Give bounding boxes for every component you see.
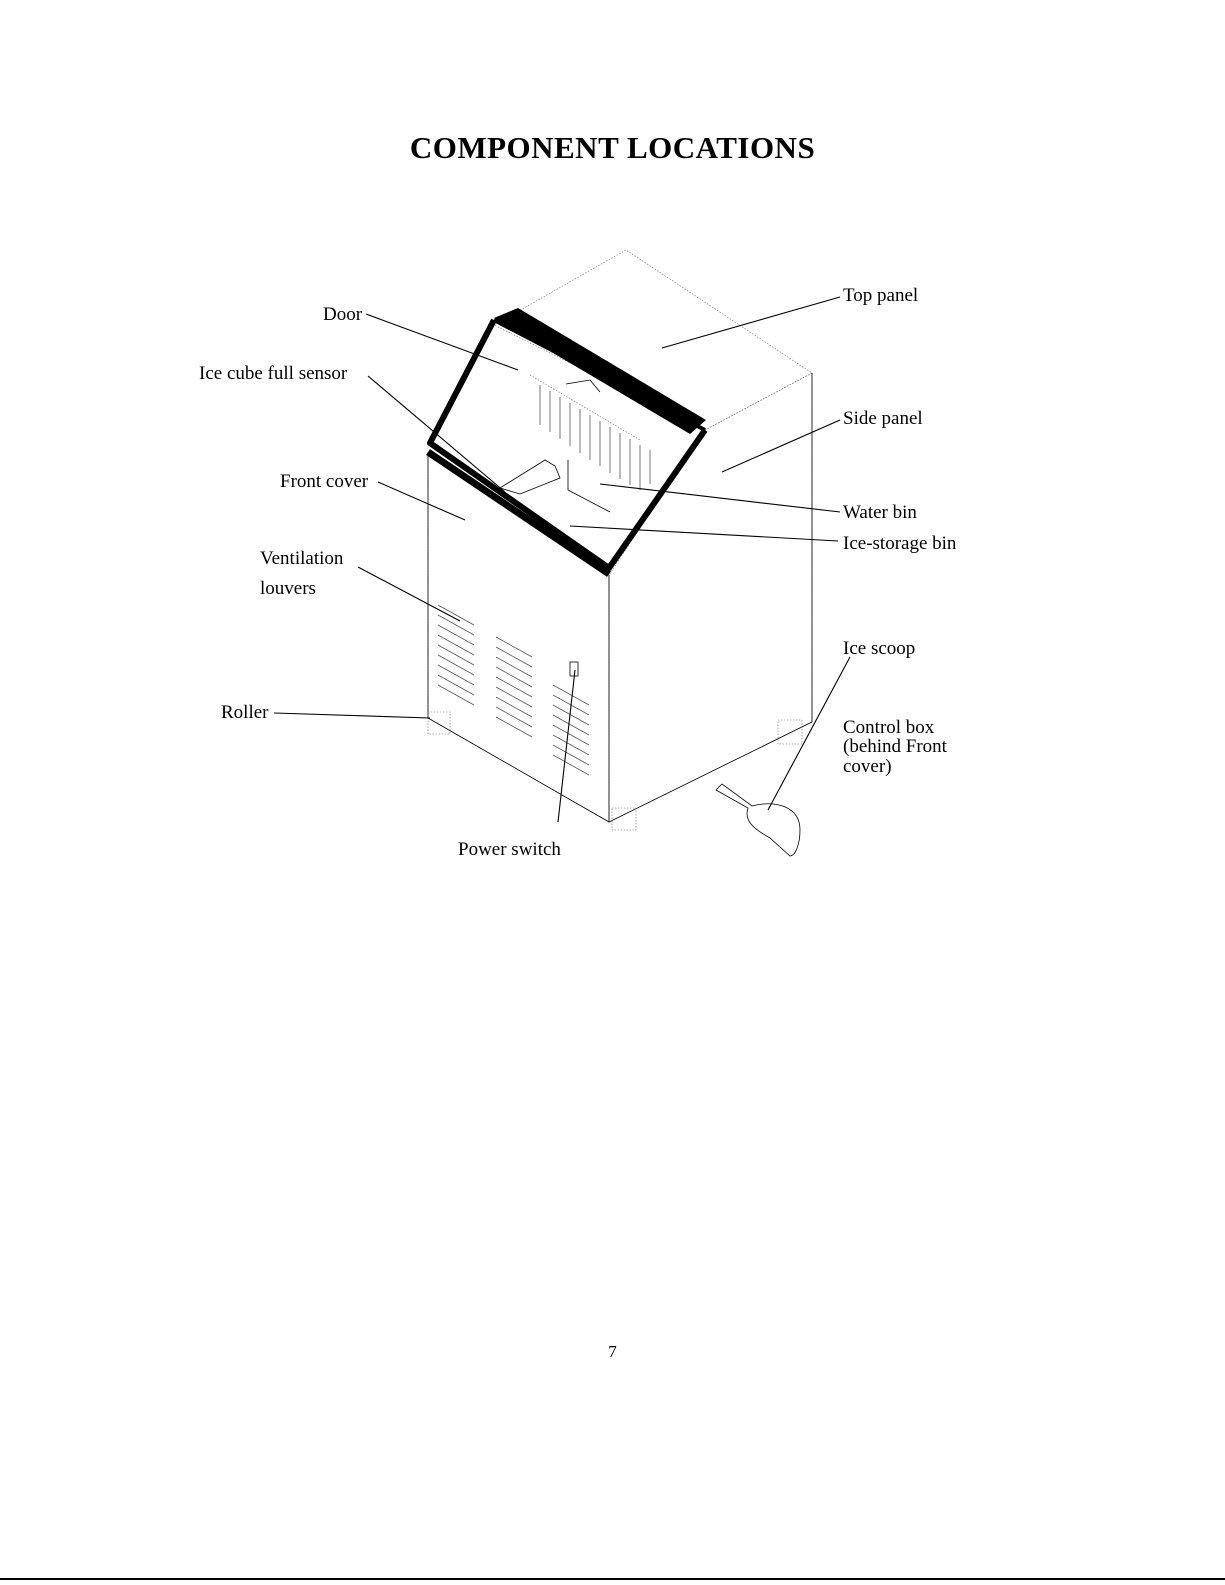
leader-lines — [274, 297, 850, 822]
power-switch-shape — [570, 662, 578, 676]
label-ice-storage-bin: Ice-storage bin — [843, 533, 957, 554]
label-ventilation-louvers-1: Ventilation — [260, 548, 344, 569]
ice-scoop-shape — [716, 784, 800, 856]
side-panel-shape — [609, 373, 812, 822]
label-control-box-1: Control box — [843, 717, 935, 738]
page-number: 7 — [0, 1342, 1225, 1362]
rollers-shape — [428, 712, 802, 830]
label-front-cover: Front cover — [280, 471, 369, 492]
label-side-panel: Side panel — [843, 408, 923, 429]
label-roller: Roller — [221, 702, 269, 723]
label-water-bin: Water bin — [843, 502, 917, 523]
label-ventilation-louvers-2: louvers — [260, 578, 316, 599]
label-door: Door — [323, 304, 363, 325]
component-labels: Door Ice cube full sensor Front cover Ve… — [199, 285, 957, 860]
label-ice-scoop: Ice scoop — [843, 638, 915, 659]
label-control-box-3: cover) — [843, 756, 892, 777]
label-power-switch: Power switch — [458, 839, 561, 860]
label-control-box-2: (behind Front — [843, 736, 948, 757]
label-top-panel: Top panel — [843, 285, 918, 306]
ice-maker-illustration — [428, 250, 812, 856]
ice-full-sensor-shape — [500, 460, 560, 494]
label-ice-cube-full-sensor: Ice cube full sensor — [199, 363, 348, 384]
bottom-rule — [0, 1578, 1225, 1580]
